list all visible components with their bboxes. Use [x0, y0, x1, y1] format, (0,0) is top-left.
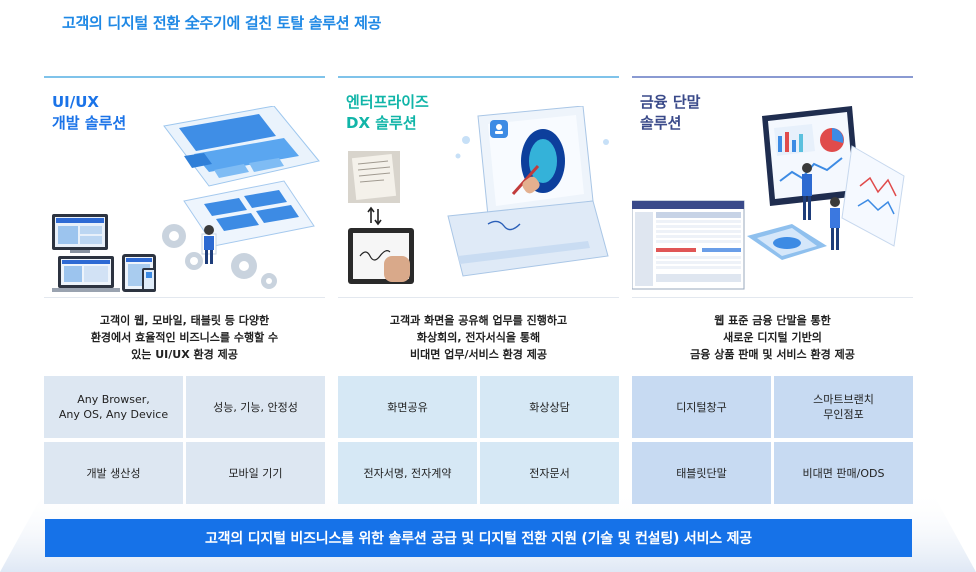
column-separator — [632, 297, 913, 298]
column-description: 고객과 화면을 공유해 업무를 진행하고 화상회의, 전자서식을 통해 비대면 … — [389, 314, 568, 361]
gear-icons — [162, 224, 277, 289]
feature-cell: 성능, 기능, 안정성 — [186, 376, 325, 438]
terminal-screen-mockup — [632, 200, 745, 290]
column-title: UI/UX 개발 솔루션 — [52, 93, 127, 132]
column-top-rule — [338, 76, 619, 78]
column-top-rule — [44, 76, 325, 78]
feature-grid: 화면공유 화상상담 전자서명, 전자계약 전자문서 — [338, 376, 619, 504]
analytics-dashboard-illustration — [762, 106, 905, 247]
bottom-banner: 고객의 디지털 비즈니스를 위한 솔루션 공급 및 디지털 전환 지원 (기술 … — [45, 519, 912, 557]
feature-grid: 디지털창구 스마트브랜치 무인점포 태블릿단말 비대면 판매/ODS — [632, 376, 913, 504]
column-description: 고객이 웹, 모바일, 태블릿 등 다양한 환경에서 효율적인 비즈니스를 수행… — [90, 314, 279, 361]
column-uiux: UI/UX 개발 솔루션 — [44, 76, 325, 504]
feature-cell: 전자문서 — [480, 442, 619, 504]
page-headline: 고객의 디지털 전환 全주기에 걸친 토탈 솔루션 제공 — [62, 14, 382, 32]
decorative-bubbles — [455, 136, 609, 159]
app-badge-icon — [490, 120, 508, 138]
isometric-card-layout — [183, 180, 315, 247]
column-separator — [44, 297, 325, 298]
column-top-rule — [632, 76, 913, 78]
device-mockups — [52, 214, 156, 292]
feature-cell: 모바일 기기 — [186, 442, 325, 504]
laptop-contract-illustration — [447, 106, 609, 277]
finance-terminal-illustration — [632, 106, 905, 290]
feature-cell: 개발 생산성 — [44, 442, 183, 504]
isometric-platform — [747, 224, 827, 260]
enterprise-dx-illustration — [348, 106, 609, 284]
feature-cell: 비대면 판매/ODS — [774, 442, 913, 504]
paper-document-photo — [348, 151, 400, 203]
isometric-web-layout — [163, 106, 320, 187]
feature-grid: Any Browser, Any OS, Any Device 성능, 기능, … — [44, 376, 325, 504]
feature-cell: 디지털창구 — [632, 376, 771, 438]
feature-cell: 화면공유 — [338, 376, 477, 438]
column-separator — [338, 297, 619, 298]
column-title: 엔터프라이즈 DX 솔루션 — [346, 93, 429, 132]
column-description: 웹 표준 금융 단말을 통한 새로운 디지털 기반의 금융 상품 판매 및 서비… — [690, 314, 855, 361]
column-enterprise-dx: 엔터프라이즈 DX 솔루션 — [338, 76, 619, 504]
person-figure — [201, 225, 217, 264]
uiux-illustration — [52, 106, 320, 292]
feature-cell: Any Browser, Any OS, Any Device — [44, 376, 183, 438]
feature-cell: 화상상담 — [480, 376, 619, 438]
column-finance-terminal: 금융 단말 솔루션 — [632, 76, 913, 504]
swap-arrows-icon — [367, 206, 382, 226]
column-title: 금융 단말 솔루션 — [640, 93, 701, 132]
feature-cell: 스마트브랜치 무인점포 — [774, 376, 913, 438]
feature-cell: 전자서명, 전자계약 — [338, 442, 477, 504]
person-figures — [802, 163, 840, 250]
feature-cell: 태블릿단말 — [632, 442, 771, 504]
tablet-signing-photo — [348, 228, 414, 284]
